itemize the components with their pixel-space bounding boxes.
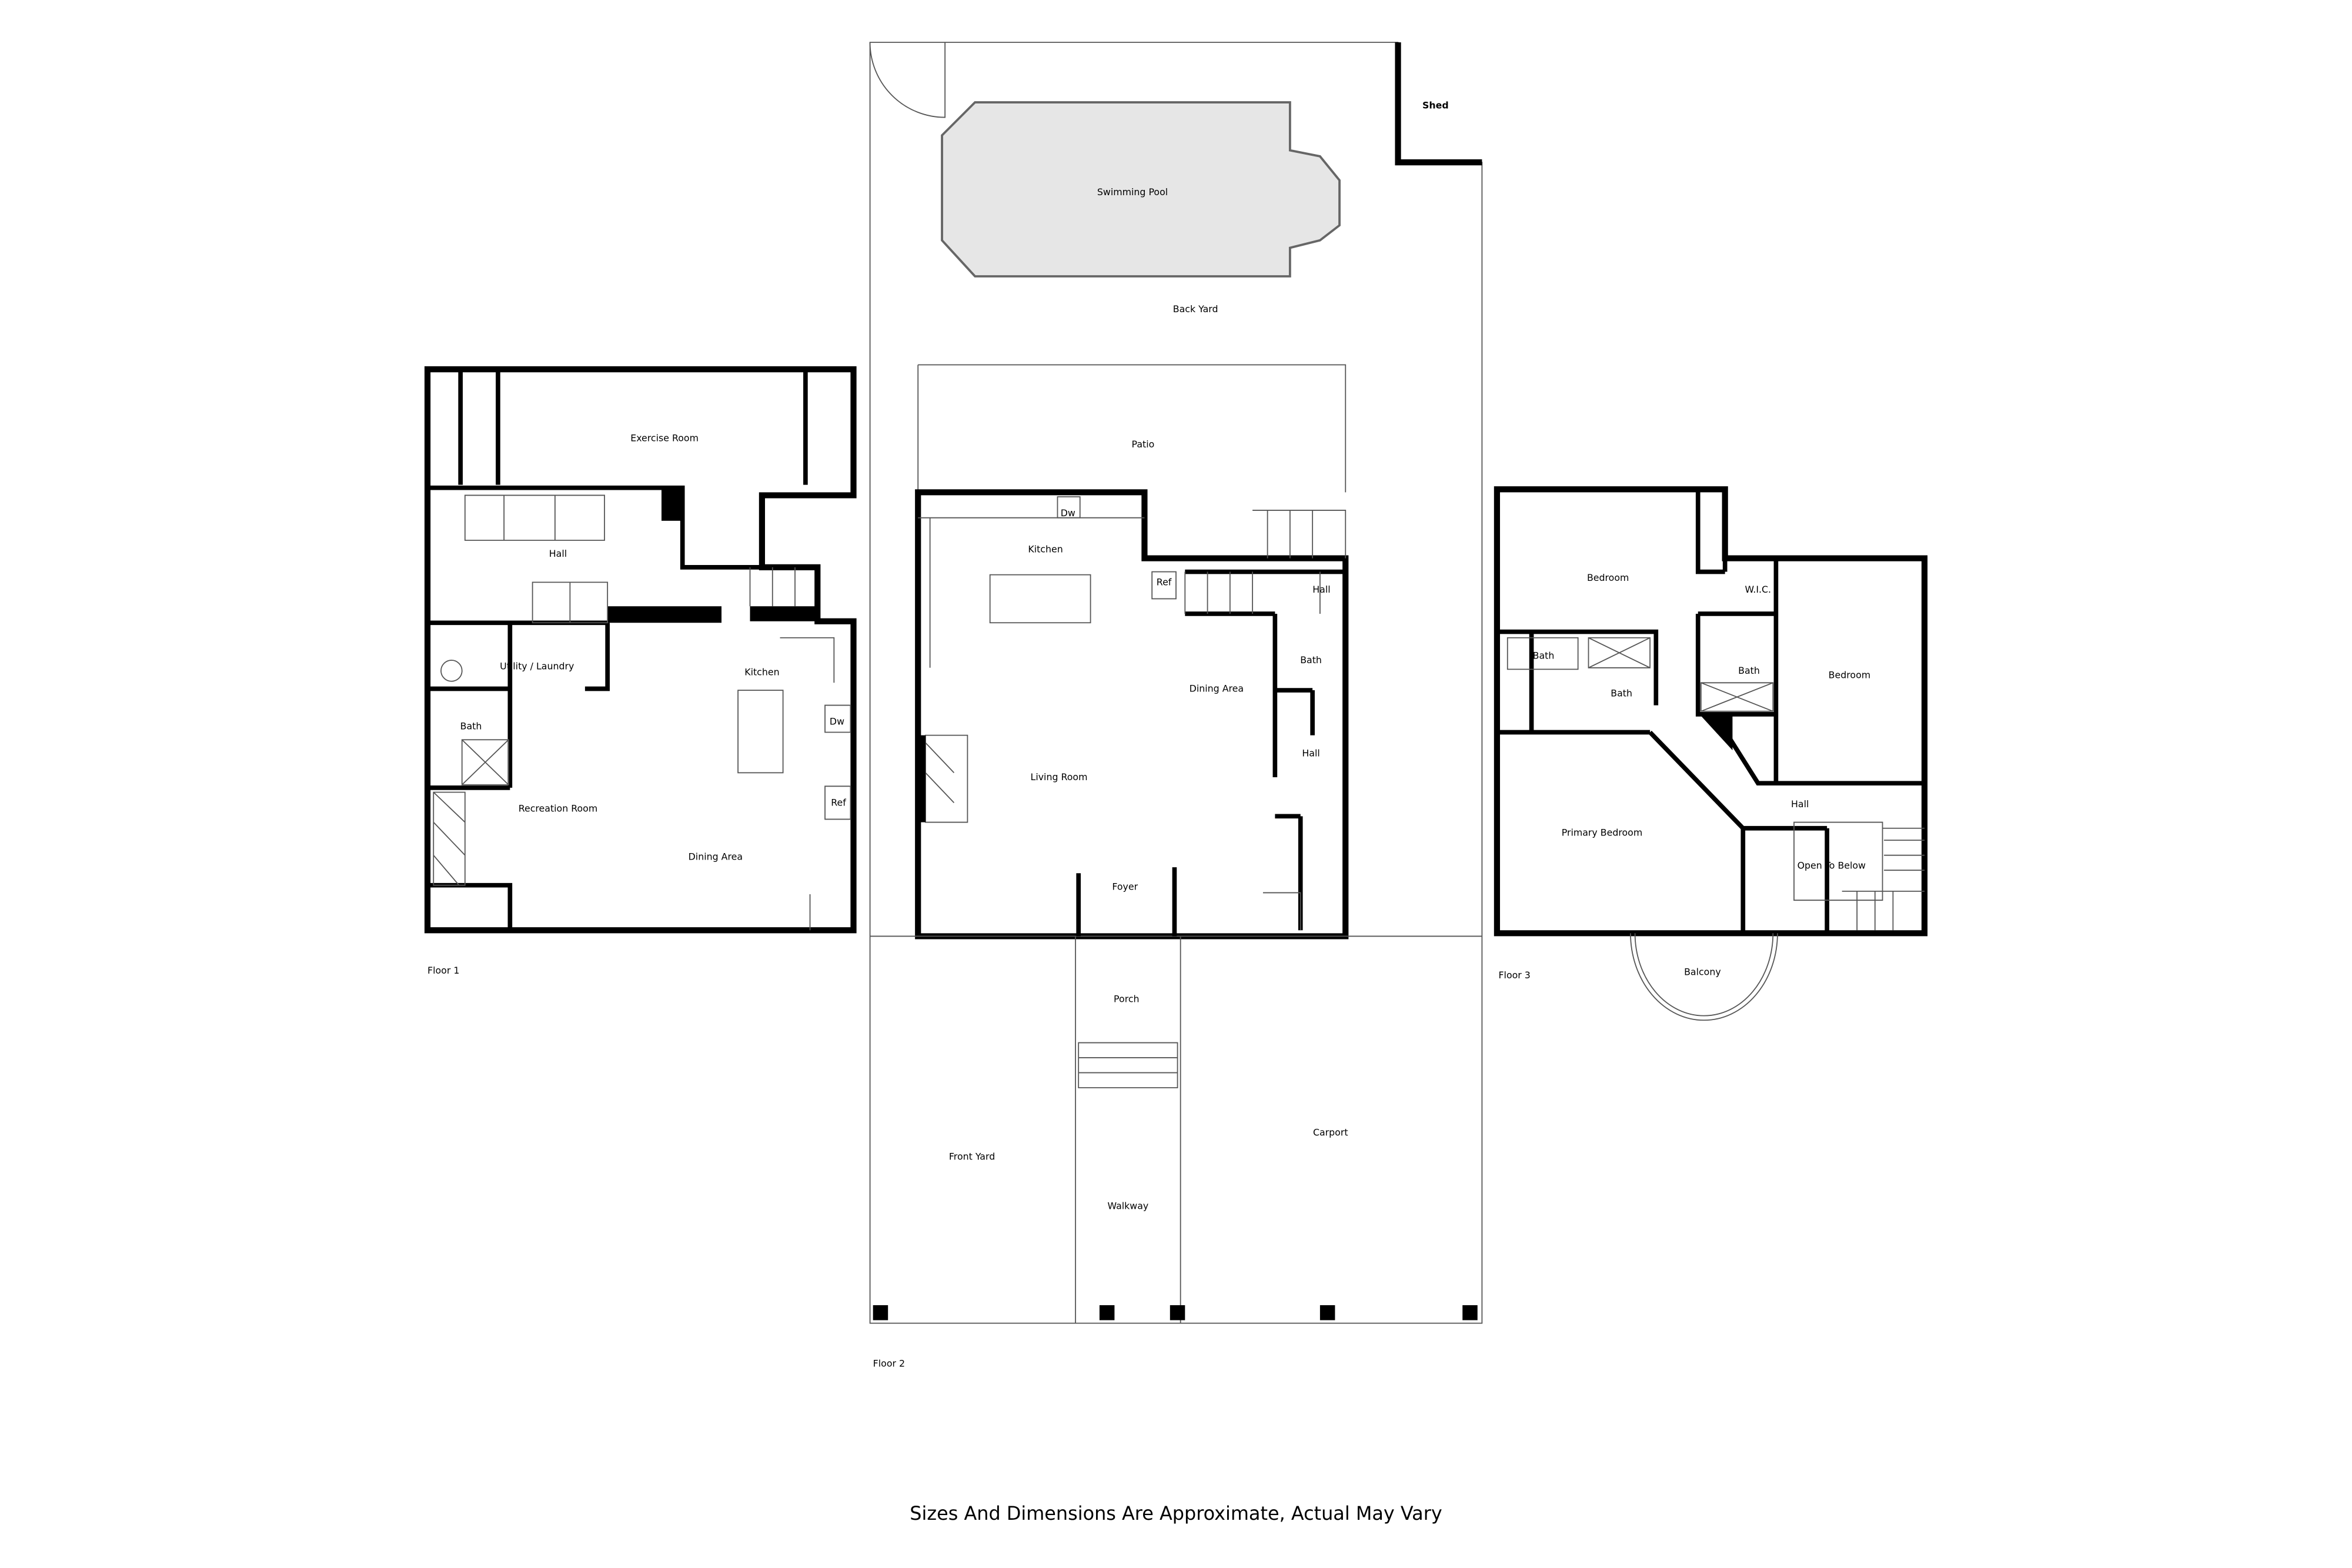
room-label: Front Yard [949,1151,995,1162]
room-label: Hall [1312,584,1330,595]
room-label: Bedroom [1829,670,1870,681]
disclaimer: Sizes And Dimensions Are Approximate, Ac… [910,1502,1442,1524]
floor-label: Floor 3 [1498,969,1530,981]
room-label: Balcony [1684,967,1721,978]
floor-1-plan: Exercise Room Hall Utility / Laundry Kit… [424,366,857,976]
room-label: Utility / Laundry [500,660,574,671]
room-label: Bath [460,720,482,731]
floor-3-plan: Bedroom W.I.C. Bath Bath Bath Bedroom Ha… [1494,486,1928,1021]
floor-label: Floor 2 [873,1358,905,1369]
room-label: Dining Area [1190,683,1244,694]
room-label: Open To Below [1798,860,1866,871]
room-label: Bath [1533,650,1555,661]
appliance-label: Ref [831,797,846,808]
room-label: Bath [1300,654,1322,666]
room-label: Bedroom [1587,572,1629,583]
room-label: Hall [1791,798,1809,810]
room-label: Kitchen [1028,543,1063,554]
room-label: W.I.C. [1745,584,1772,595]
room-label: Walkway [1107,1201,1148,1212]
room-label: Foyer [1112,881,1138,892]
room-label: Exercise Room [630,433,699,444]
floor-2-plan: Shed Swimming Pool Back Yard Patio Kitch… [869,42,1483,1369]
room-label: Shed [1422,99,1449,111]
appliance-label: Ref [1157,576,1172,587]
room-label: Hall [549,548,567,559]
floor-label: Floor 1 [427,965,459,976]
room-label: Hall [1302,747,1319,758]
appliance-label: Dw [1061,507,1075,519]
room-label: Patio [1132,439,1155,450]
room-label: Porch [1114,994,1139,1005]
room-label: Kitchen [744,667,779,678]
room-label: Recreation Room [519,803,597,814]
room-label: Swimming Pool [1097,186,1168,198]
swimming-pool [941,101,1341,278]
room-label: Primary Bedroom [1562,827,1643,838]
room-label: Living Room [1031,771,1088,783]
room-label: Dining Area [689,851,743,862]
room-label: Carport [1313,1127,1348,1138]
room-label: Bath [1611,687,1632,698]
room-label: Bath [1738,665,1760,676]
appliance-label: Dw [830,716,844,727]
room-label: Back Yard [1173,303,1218,315]
